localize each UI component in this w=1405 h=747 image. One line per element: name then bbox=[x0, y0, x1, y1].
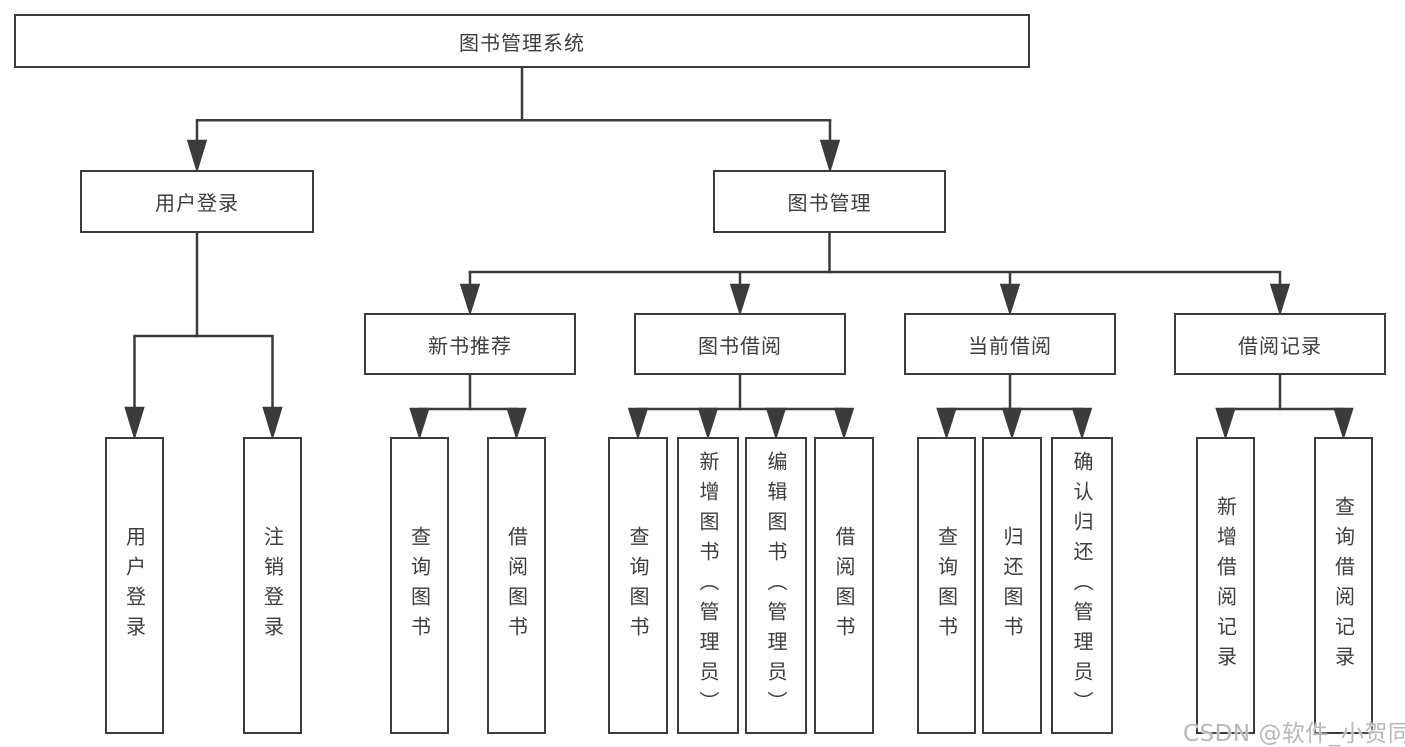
leaf-borrow-books: 借阅图书 bbox=[814, 437, 874, 734]
edge-book-borrow-to-leaves bbox=[627, 375, 855, 441]
leaf-edit-books-admin: 编辑图书（管理员） bbox=[745, 437, 807, 734]
edge-borrow-records-to-leaves bbox=[1215, 375, 1354, 441]
leaf-add-borrow-record: 新增借阅记录 bbox=[1196, 437, 1255, 734]
leaf-query-borrow-record: 查询借阅记录 bbox=[1314, 437, 1373, 734]
leaf-query-books: 查询图书 bbox=[917, 437, 976, 734]
leaf-confirm-return-admin: 确认归还（管理员） bbox=[1051, 437, 1113, 734]
leaf-query-books: 查询图书 bbox=[608, 437, 668, 734]
node-current-borrowing: 当前借阅 bbox=[904, 313, 1116, 375]
edge-root-to-level2 bbox=[186, 68, 841, 174]
node-book-borrowing: 图书借阅 bbox=[634, 313, 846, 375]
node-user-login: 用户登录 bbox=[80, 170, 314, 233]
csdn-watermark: CSDN @软件_小贺同学 bbox=[1183, 721, 1405, 747]
edge-new-books-to-leaves bbox=[409, 375, 527, 441]
edge-user-login-to-leaves bbox=[124, 233, 283, 441]
leaf-borrow-books: 借阅图书 bbox=[487, 437, 546, 734]
node-new-book-recommend: 新书推荐 bbox=[364, 313, 576, 375]
leaf-logout-login: 注销登录 bbox=[243, 437, 302, 734]
leaf-query-books: 查询图书 bbox=[390, 437, 449, 734]
leaf-add-books-admin: 新增图书（管理员） bbox=[677, 437, 739, 734]
edge-current-borrow-to-leaves bbox=[936, 375, 1093, 441]
node-borrowing-records: 借阅记录 bbox=[1174, 313, 1386, 375]
node-book-management: 图书管理 bbox=[713, 170, 946, 233]
leaf-user-login: 用户登录 bbox=[105, 437, 164, 734]
leaf-return-books: 归还图书 bbox=[982, 437, 1042, 734]
edge-book-mgmt-to-level3 bbox=[459, 233, 1291, 317]
node-root: 图书管理系统 bbox=[14, 14, 1030, 68]
